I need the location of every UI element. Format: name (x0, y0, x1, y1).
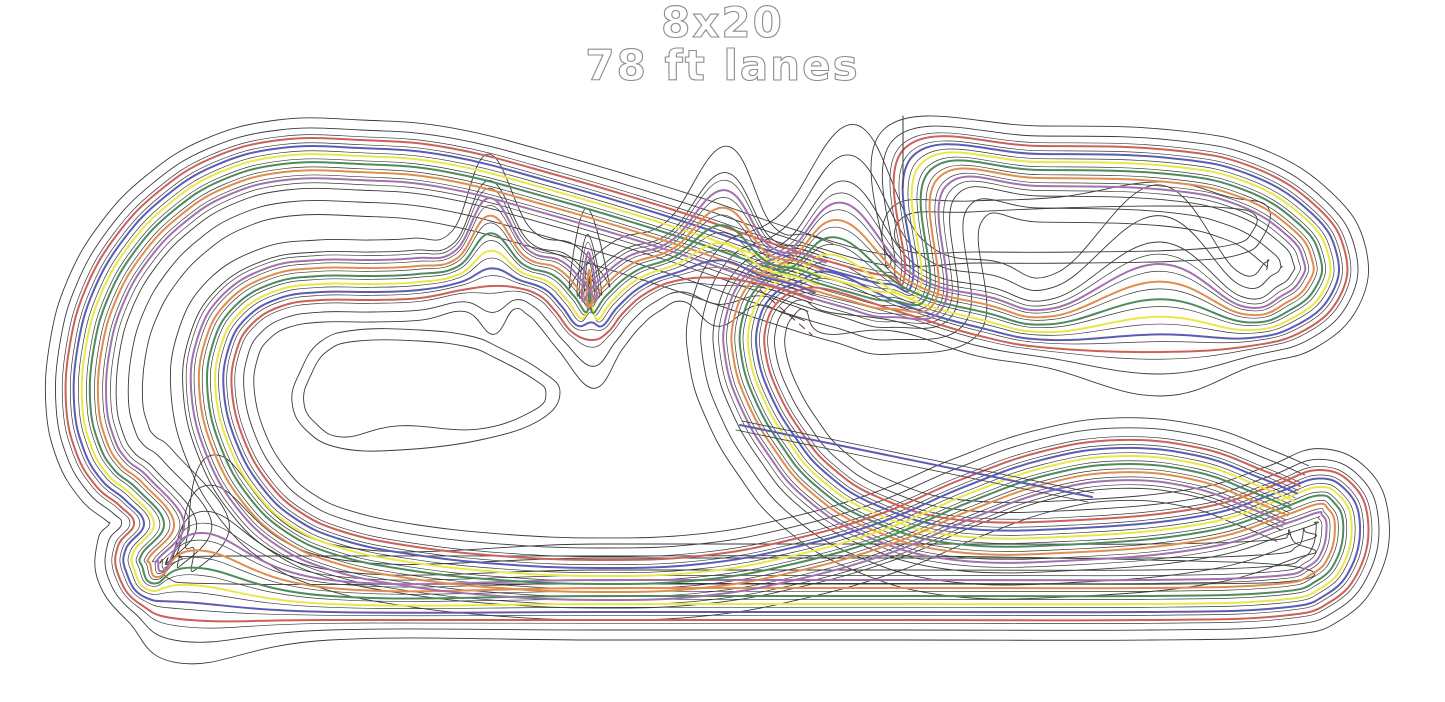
lane-yellow-main (80, 151, 1353, 607)
track-feature-layer (735, 115, 1095, 503)
lane-divider-infield-lane-red (234, 282, 1302, 558)
lane-divider-main-lane-red (61, 132, 1373, 629)
inner-island-outline-0 (291, 328, 561, 452)
pit-lane-stub-edge-upper (741, 420, 1095, 494)
infield-boundary-0 (253, 300, 1309, 539)
track-boundary-outer-1 (55, 125, 1380, 643)
lane-divider-main-lane-orange (94, 164, 1339, 595)
infield-boundary-2 (182, 172, 1282, 609)
lane-divider-main-lane-blue (69, 140, 1364, 617)
crossover-marker (759, 289, 813, 336)
track-boundary-layer (44, 115, 1390, 665)
inner-island-outline-1 (894, 205, 1258, 255)
lane-green-main (88, 159, 1345, 600)
track-boundary-outer-0 (44, 115, 1390, 665)
lane-purple-infield (189, 189, 1286, 602)
lane-divider-infield-lane-green (209, 232, 1293, 582)
lane-orange-main (96, 167, 1336, 593)
lane-yellow-infield (214, 241, 1295, 578)
track-lane-layer (64, 135, 1370, 623)
lane-divider-main-lane-purple (102, 172, 1331, 588)
lane-green-infield (205, 224, 1292, 586)
lane-blue-main (72, 143, 1362, 614)
lane-red-infield (230, 276, 1301, 561)
infield-boundary-3 (169, 145, 1278, 621)
lane-red-main (64, 135, 1370, 623)
lane-purple-main (104, 175, 1328, 586)
inner-island-offset-1 (881, 181, 1271, 267)
lane-divider-infield-lane-blue (226, 267, 1299, 566)
lane-divider-main-lane-yellow (78, 148, 1356, 609)
inner-island-outline-bottom (163, 555, 1315, 585)
track-boundary-outer-2 (115, 180, 1319, 576)
pit-lane-stub-edge-lower (735, 429, 1089, 503)
lane-orange-infield (197, 206, 1289, 594)
pit-lane-stub (739, 424, 1093, 498)
lane-divider-main-outer-edge (110, 180, 1323, 581)
track-boundary-outer-4 (141, 124, 1317, 600)
lane-divider-infield-lane-yellow (218, 249, 1296, 574)
lane-blue-infield (222, 259, 1298, 570)
track-boundary-outer-3 (127, 154, 1318, 586)
inner-island-offset-0 (303, 339, 547, 438)
lane-divider-main-lane-green (86, 156, 1348, 602)
infield-boundary-1 (243, 291, 1306, 549)
